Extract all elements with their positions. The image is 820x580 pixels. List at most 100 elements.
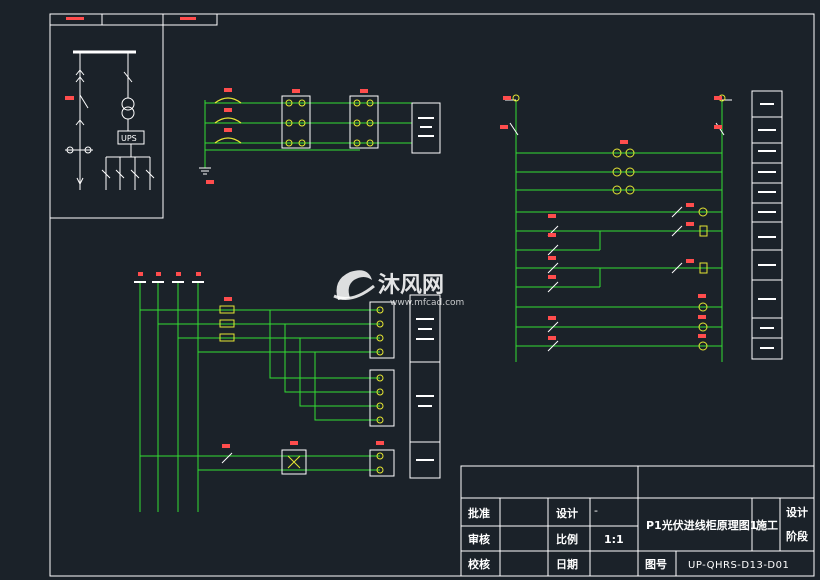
ground-symbol <box>199 167 211 175</box>
mlm-6 <box>416 459 434 461</box>
fct-6 <box>758 211 776 213</box>
ltl-1 <box>418 117 434 119</box>
single-line-frame <box>49 24 164 219</box>
watermark-brand: 沐风网 <box>378 273 444 298</box>
tab-mark-1 <box>66 17 84 20</box>
left-breaker-blade <box>79 94 89 109</box>
ltl-3 <box>418 135 434 137</box>
mw-5 <box>269 310 380 379</box>
pt-c <box>176 272 181 276</box>
lt-12 <box>686 222 694 226</box>
mlm-3 <box>416 338 434 340</box>
relay-coil-1 <box>699 225 708 237</box>
ladder-tags <box>548 140 706 340</box>
tp-6a <box>353 139 361 147</box>
top-tabs <box>49 13 218 26</box>
fct-5 <box>758 191 776 193</box>
breaker-tag-right <box>714 125 722 129</box>
fct-11 <box>760 347 774 349</box>
design-value: - <box>594 504 598 517</box>
function-column <box>751 90 783 360</box>
fuse-tag-1 <box>224 88 232 92</box>
dev-3b <box>625 185 635 195</box>
rail-tag-right <box>714 96 722 100</box>
date-label: 日期 <box>556 557 578 571</box>
meter-label-marks <box>416 318 434 461</box>
dev-1a <box>612 148 622 158</box>
meter-terminal-1 <box>369 301 395 359</box>
contact-4 <box>547 281 559 293</box>
lt-7 <box>548 336 556 340</box>
meter-label-column <box>409 294 441 479</box>
meter-fuses <box>219 305 235 342</box>
mtp-5 <box>376 374 384 382</box>
mtp-6 <box>376 388 384 396</box>
tp-1b <box>298 99 306 107</box>
label-box-top <box>411 102 441 154</box>
phase-tags <box>138 272 201 276</box>
tx-switch-blade <box>123 71 133 83</box>
lt-2 <box>548 214 556 218</box>
lt-8 <box>698 294 706 298</box>
meter-1 <box>698 207 708 217</box>
lt-3 <box>548 233 556 237</box>
phase-rails <box>139 283 199 512</box>
mlm-2 <box>418 328 432 330</box>
top-terminal-left <box>512 94 520 102</box>
mtp-8 <box>376 416 384 424</box>
dev-1b <box>625 148 635 158</box>
top-middle-circuit <box>199 88 441 184</box>
ltl-2 <box>420 126 432 128</box>
drawing-title: P1光伏进线柜原理图1 <box>646 518 757 532</box>
fct-4 <box>758 171 776 173</box>
rail-tag-left <box>503 96 511 100</box>
watermark-logo-icon <box>336 270 372 300</box>
meter-switch <box>221 452 233 464</box>
transformer-symbol <box>287 455 301 469</box>
pt-a <box>138 272 143 276</box>
tp-5b <box>366 119 374 127</box>
fuse-2 <box>214 117 242 124</box>
fct-2 <box>758 129 776 131</box>
block-tag-1 <box>292 89 300 93</box>
watermark: 沐风网 www.mfcad.com <box>333 270 464 308</box>
branch-switch-3 <box>130 169 140 179</box>
fct-7 <box>758 236 776 238</box>
design-stage-label: 设计 <box>786 505 808 519</box>
contact-5 <box>547 321 559 333</box>
fuse-1 <box>214 97 242 104</box>
stage-label: 施工 <box>756 518 778 532</box>
metering-circuit <box>134 272 441 512</box>
mtp-7 <box>376 402 384 410</box>
lt-1 <box>620 140 628 144</box>
meter-terminal-points <box>376 306 384 474</box>
breaker-tag-left <box>500 125 508 129</box>
lt-13 <box>686 259 694 263</box>
left-red-tag <box>65 96 74 100</box>
contact-8 <box>671 225 683 237</box>
tp-4b <box>366 99 374 107</box>
dev-2a <box>612 167 622 177</box>
contact-7 <box>671 206 683 218</box>
lamp-3 <box>698 341 708 351</box>
transformer-tag <box>290 441 298 445</box>
tp-1a <box>285 99 293 107</box>
fuse-3 <box>214 137 242 144</box>
scale-value: 1:1 <box>604 533 624 546</box>
function-column-text-marks <box>758 103 776 349</box>
lt-4 <box>548 256 556 260</box>
mf-1 <box>219 305 235 314</box>
top-tab-2 <box>162 13 218 26</box>
mtp-1 <box>376 306 384 314</box>
fuse-group <box>214 97 242 144</box>
stage-sub-label: 阶段 <box>786 529 808 543</box>
branch-switch-4 <box>145 169 155 179</box>
relay-coil-2 <box>699 262 708 274</box>
left-disconnect <box>75 69 85 83</box>
contact-3 <box>547 262 559 274</box>
mf-tag <box>224 297 232 301</box>
lt-5 <box>548 275 556 279</box>
transformer-winding-1 <box>121 97 135 111</box>
contact-2 <box>547 244 559 256</box>
terminal-points <box>285 99 374 147</box>
